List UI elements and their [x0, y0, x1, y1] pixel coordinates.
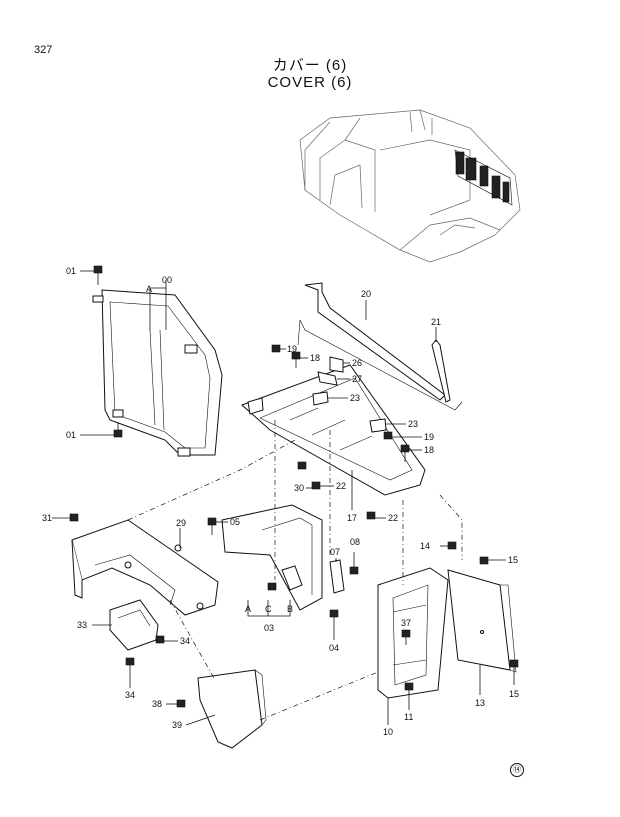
nut-22-b	[366, 511, 376, 520]
callout-15-b: 15	[509, 689, 519, 699]
callout-17: 17	[347, 513, 357, 523]
callout-26: 26	[352, 358, 362, 368]
callout-37: 37	[401, 618, 411, 628]
callout-C: C	[265, 604, 272, 614]
callout-05: 05	[230, 517, 240, 527]
bolt-19-b	[383, 431, 393, 440]
callout-19-a: 19	[287, 344, 297, 354]
callout-31: 31	[42, 513, 52, 523]
callout-07: 07	[330, 547, 340, 557]
callout-18-b: 18	[424, 445, 434, 455]
bolt-04	[329, 609, 339, 618]
bolt-15-b	[509, 659, 519, 668]
part-00-cover-frame	[92, 289, 223, 457]
callout-29: 29	[176, 518, 186, 528]
callout-18-a: 18	[310, 353, 320, 363]
callout-30: 30	[294, 483, 304, 493]
part-23-clamp-a	[312, 391, 329, 406]
part-13-panel	[447, 569, 517, 673]
part-10-frame	[377, 567, 449, 699]
callout-22-a: 22	[336, 481, 346, 491]
part-21-rod	[431, 339, 451, 403]
callout-38: 38	[152, 699, 162, 709]
callout-00: 00	[162, 275, 172, 285]
bolt-08	[349, 566, 359, 575]
bolt-34-b	[125, 657, 135, 666]
callout-34-a: 34	[180, 636, 190, 646]
part-07-bracket	[329, 559, 345, 594]
callout-23-a: 23	[350, 393, 360, 403]
callout-A-frame: A	[146, 284, 152, 294]
callout-14: 14	[420, 541, 430, 551]
part-17-plate	[241, 364, 426, 496]
callout-34-b: 34	[125, 690, 135, 700]
bolt-31	[69, 513, 79, 522]
nut-22-a	[311, 481, 321, 490]
callout-19-b: 19	[424, 432, 434, 442]
page-number: 327	[34, 44, 53, 56]
callout-labels: 01 00 A 01 20 21 19 18 26 27 23 23 19 18…	[42, 266, 519, 737]
part-26-clamp	[329, 356, 344, 373]
callout-A-bracket: A	[245, 604, 251, 614]
bolt-18-a	[291, 351, 301, 368]
callout-33: 33	[77, 620, 87, 630]
callout-11: 11	[404, 712, 413, 722]
bolt-01-bottom	[113, 422, 123, 438]
callout-27: 27	[352, 374, 362, 384]
bolt-05	[207, 517, 217, 535]
leader-lines	[52, 270, 515, 726]
bolt-11	[404, 682, 414, 691]
callout-15-a: 15	[508, 555, 518, 565]
callout-03: 03	[264, 623, 274, 633]
callout-B: B	[287, 604, 293, 614]
bolt-38	[176, 699, 186, 708]
bolt-34-a	[155, 635, 165, 644]
callout-22-b: 22	[388, 513, 398, 523]
bolt-01-top	[93, 265, 103, 285]
title-japanese: カバー (6)	[272, 57, 348, 74]
callout-20: 20	[361, 289, 371, 299]
bolt-C	[267, 582, 277, 591]
part-39-cover	[197, 669, 267, 749]
part-23-clamp-b	[369, 418, 387, 433]
assembly-lines	[127, 420, 463, 721]
part-29-bracket	[71, 519, 219, 616]
revision-mark: ⑭	[510, 763, 524, 777]
callout-10: 10	[383, 727, 393, 737]
bolt-14	[447, 541, 457, 550]
callout-13: 13	[475, 698, 485, 708]
bolt-37	[401, 629, 411, 638]
bolt-30	[297, 461, 307, 470]
callout-23-b: 23	[408, 419, 418, 429]
part-27-clamp	[317, 371, 338, 386]
callout-21: 21	[431, 317, 441, 327]
bolt-15-a	[479, 556, 489, 565]
callout-01-top: 01	[66, 266, 76, 276]
part-33-plate	[109, 599, 159, 651]
bolt-19-a	[271, 344, 281, 353]
title-english: COVER (6)	[267, 74, 353, 91]
callout-08: 08	[350, 537, 360, 547]
machine-overview-illustration	[299, 109, 521, 263]
callout-04: 04	[329, 643, 339, 653]
bolt-18-b	[400, 444, 410, 462]
part-03-bracket	[221, 504, 323, 611]
callout-01-bottom: 01	[66, 430, 76, 440]
callout-39: 39	[172, 720, 182, 730]
